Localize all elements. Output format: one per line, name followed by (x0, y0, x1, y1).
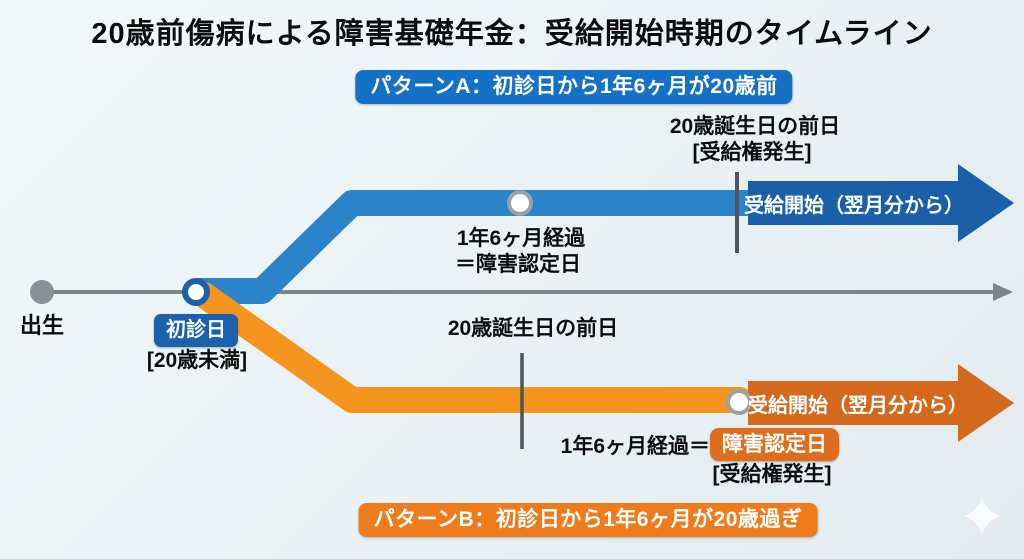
pattern-a-benefit-start-label: 受給開始（翌月分から） (744, 194, 964, 217)
pattern-a-benefit-arrow (748, 164, 1014, 242)
pattern-b-elapsed-label: 1年6ヶ月経過＝ (560, 435, 710, 458)
first-visit-node (182, 278, 210, 306)
first-visit-note: [20歳未満] (146, 349, 248, 372)
pattern-b-benefit-arrow (748, 364, 1014, 442)
pattern-a-route-line (187, 190, 759, 304)
pattern-b-badge: パターンB：初診日から1年6ヶ月が20歳過ぎ (358, 503, 818, 537)
pattern-a-birthday-label: 20歳誕生日の前日 (669, 115, 841, 138)
sparkle-icon (963, 497, 1001, 535)
pattern-b-birthday-label: 20歳誕生日の前日 (447, 317, 619, 340)
pattern-a-entitlement-note: [受給権発生] (692, 141, 812, 164)
birth-label: 出生 (19, 313, 65, 338)
main-axis-arrowhead-icon (993, 283, 1013, 301)
pattern-b-recognition-badge: 障害認定日 (710, 428, 839, 461)
pattern-a-recognition-label: ＝障害認定日 (455, 253, 581, 276)
page-title: 20歳前傷病による障害基礎年金：受給開始時期のタイムライン (91, 18, 933, 50)
first-visit-badge: 初診日 (154, 314, 238, 347)
pattern-a-recognition-node (507, 190, 533, 216)
pattern-a-badge: パターンA：初診日から1年6ヶ月が20歳前 (355, 70, 793, 104)
pattern-a-elapsed-label: 1年6ヶ月経過 (456, 227, 586, 250)
pattern-b-entitlement-note: [受給権発生] (712, 463, 832, 486)
pattern-b-route-line (191, 282, 753, 413)
pattern-b-recognition-node (726, 389, 752, 415)
main-axis-line (40, 290, 996, 294)
birth-dot (30, 280, 54, 304)
pattern-b-benefit-start-label: 受給開始（翌月分から） (748, 394, 968, 417)
